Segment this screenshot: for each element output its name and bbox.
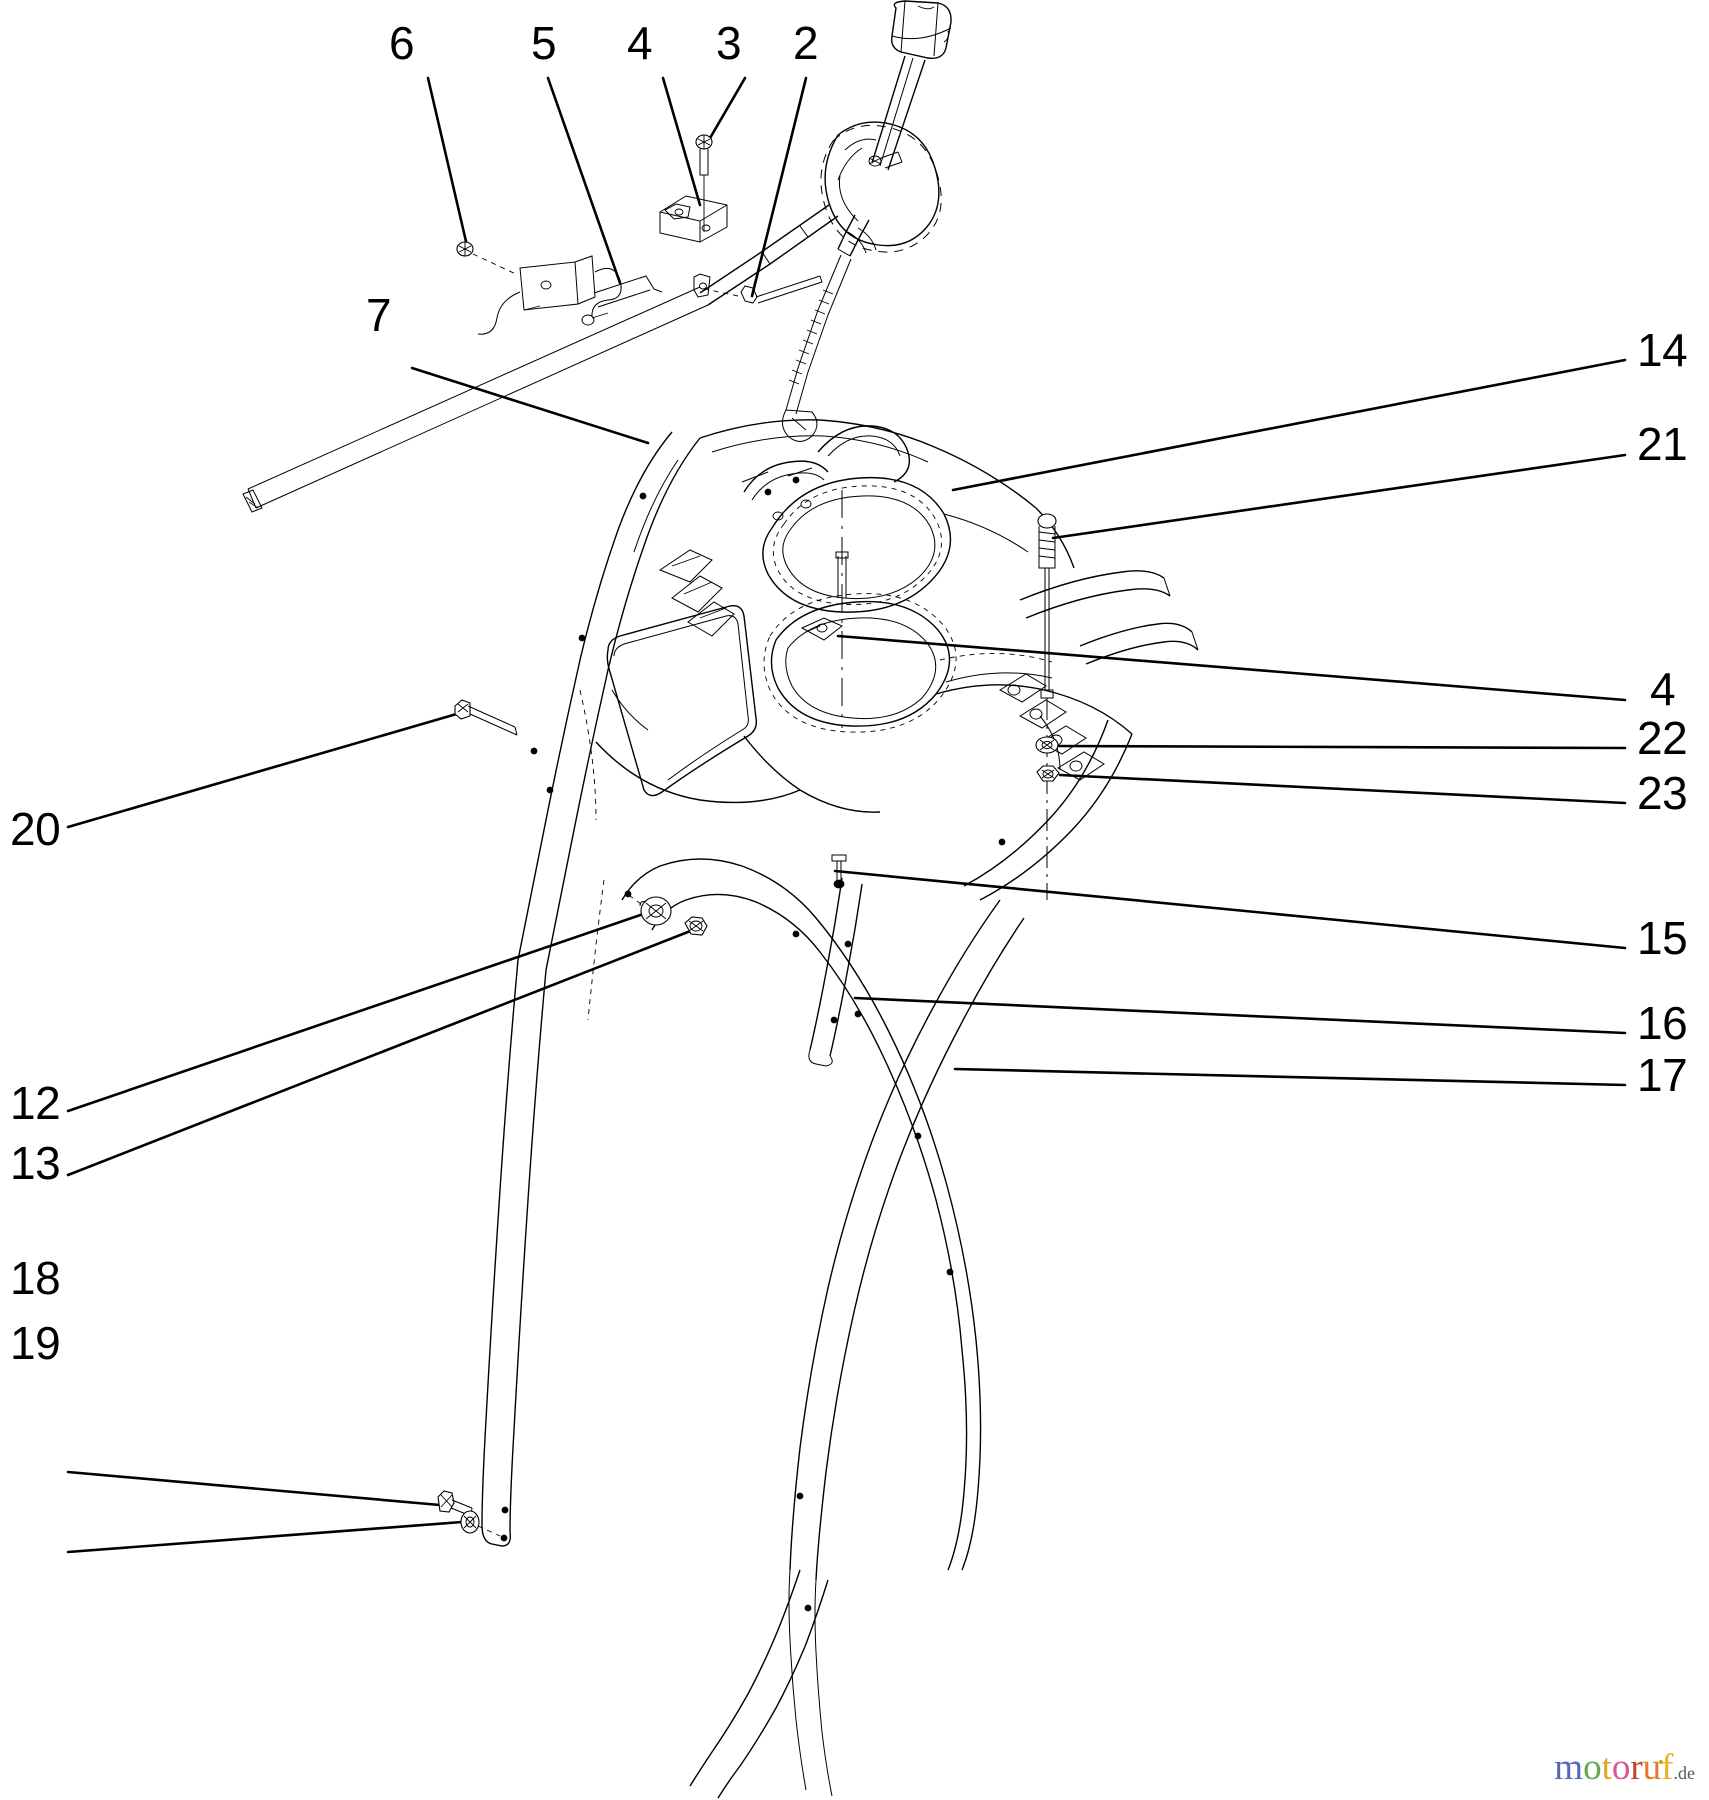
part-bracket-5 [477, 255, 663, 335]
callout-17: 17 [1637, 1049, 1688, 1101]
deck-latch-left [658, 549, 735, 637]
control-lever-assembly [699, 0, 952, 442]
part-bolt-18 [437, 1490, 473, 1517]
callout-20: 20 [10, 803, 61, 855]
part-housing-14 [517, 419, 1199, 971]
deck-latch-right [999, 673, 1105, 781]
callout-23: 23 [1637, 767, 1688, 819]
watermark-letter-o1: o [1583, 1747, 1602, 1788]
part-bolt-2 [693, 273, 823, 304]
part-bolt-3 [695, 134, 713, 232]
part-knob-12 [624, 890, 672, 926]
watermark-letter-o2: o [1611, 1747, 1631, 1788]
motoruf-watermark: motoruf.de [1554, 1749, 1695, 1792]
part-clamp-4-right [800, 617, 843, 641]
callout-13: 13 [10, 1137, 61, 1189]
callout-16: 16 [1637, 997, 1688, 1049]
part-bolt-20 [454, 699, 538, 755]
callout-5: 5 [531, 17, 557, 69]
callout-22: 22 [1637, 712, 1688, 764]
callout-4-top: 4 [627, 17, 653, 69]
watermark-letter-t: t [1601, 1747, 1612, 1788]
callout-7: 7 [366, 289, 392, 341]
part-nut-13 [684, 916, 708, 936]
watermark-dot [1659, 1760, 1663, 1764]
callout-18: 18 [10, 1252, 61, 1304]
watermark-suffix: .de [1673, 1763, 1696, 1783]
part-clamp-4-top [659, 195, 728, 243]
leader-lines [66, 76, 1627, 1554]
part-washer-19 [460, 1510, 508, 1542]
callout-21: 21 [1637, 418, 1688, 470]
watermark-letter-r: r [1630, 1747, 1643, 1788]
part-nut-23 [1036, 765, 1060, 782]
callout-12: 12 [10, 1077, 61, 1129]
callout-3: 3 [716, 17, 742, 69]
callout-14: 14 [1637, 324, 1688, 376]
part-washer-22 [1035, 736, 1059, 754]
part-lower-handles-16-17 [481, 689, 1025, 1799]
watermark-letter-u: u [1642, 1747, 1662, 1788]
callout-2: 2 [793, 17, 819, 69]
watermark-letter-f: f [1661, 1747, 1674, 1788]
callout-4-right: 4 [1650, 663, 1676, 715]
callout-19: 19 [10, 1317, 61, 1369]
part-rod-7 [242, 286, 709, 513]
watermark-letter-m: m [1554, 1747, 1584, 1788]
callout-15: 15 [1637, 912, 1688, 964]
part-bolt-21 [1037, 513, 1057, 900]
part-screw-6 [456, 241, 519, 276]
callout-6: 6 [389, 17, 415, 69]
